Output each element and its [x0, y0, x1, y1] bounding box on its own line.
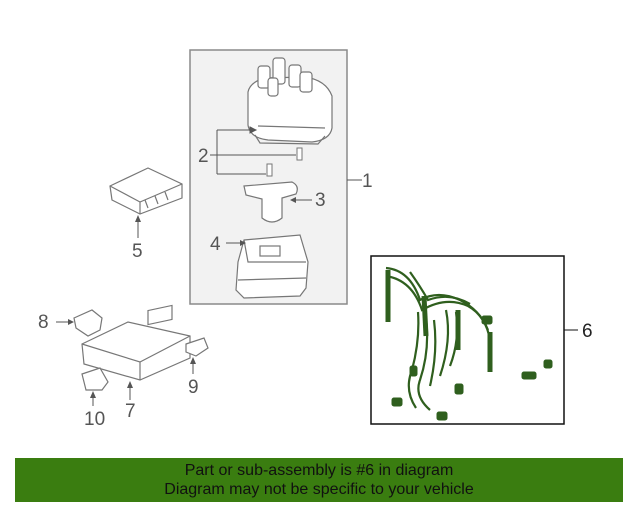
callout-9[interactable]: 9	[188, 377, 199, 398]
banner-line-2: Diagram may not be specific to your vehi…	[164, 481, 474, 498]
distributor-cap-icon[interactable]	[247, 57, 333, 145]
callout-4[interactable]: 4	[210, 234, 221, 255]
callout-2[interactable]: 2	[198, 146, 209, 167]
screw-icon[interactable]	[266, 147, 303, 177]
notice-banner: Part or sub-assembly is #6 in diagram Di…	[15, 458, 623, 502]
ecm-icon[interactable]	[81, 304, 191, 381]
bracket-10-icon[interactable]	[81, 367, 109, 391]
callout-6[interactable]: 6	[582, 321, 593, 342]
wire-connector-icon[interactable]	[391, 315, 553, 421]
bracket-8-icon[interactable]	[73, 309, 103, 337]
banner-line-1: Part or sub-assembly is #6 in diagram	[184, 462, 454, 479]
parts-diagram	[56, 49, 578, 425]
spark-plug-wire-frame	[370, 255, 565, 425]
callout-10[interactable]: 10	[84, 409, 106, 430]
callout-5[interactable]: 5	[132, 241, 143, 262]
control-module-icon[interactable]	[109, 167, 183, 215]
rotor-icon[interactable]	[243, 181, 298, 223]
bracket-9-icon[interactable]	[185, 337, 209, 357]
ignition-module-icon[interactable]	[235, 234, 309, 299]
callout-8[interactable]: 8	[38, 312, 49, 333]
callout-1[interactable]: 1	[362, 171, 373, 192]
callout-3[interactable]: 3	[315, 190, 326, 211]
callout-7[interactable]: 7	[125, 401, 136, 422]
